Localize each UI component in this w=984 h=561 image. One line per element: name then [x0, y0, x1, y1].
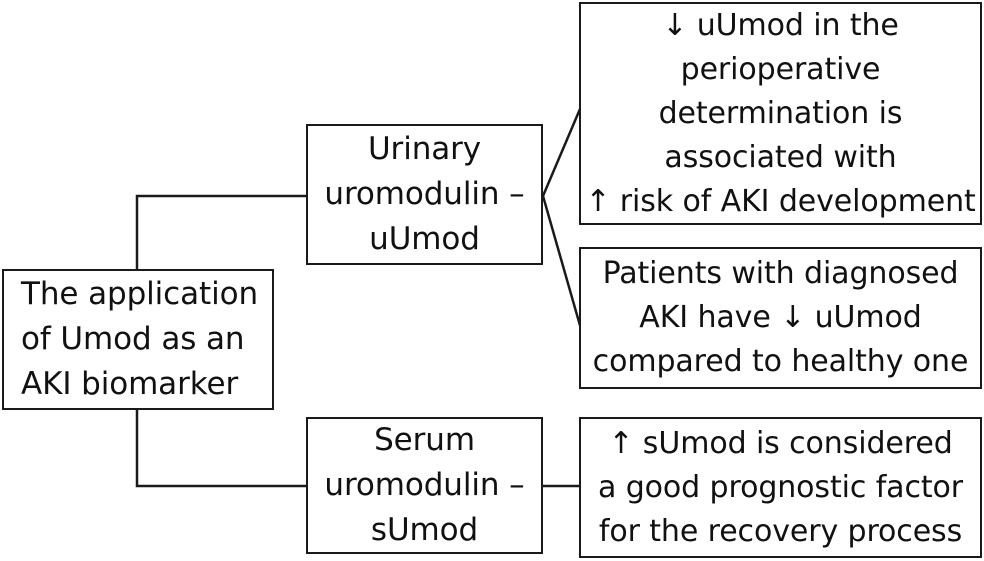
node-perioperative-uumod-aki-risk[interactable]: ↓ uUmod in the perioperative determinati… — [579, 2, 982, 225]
node-sumod-prognostic-factor[interactable]: ↑ sUmod is considered a good prognostic … — [579, 417, 982, 558]
node-serum-label: Serum uromodulin – sUmod — [324, 422, 525, 548]
node-root-application-of-umod[interactable]: The application of Umod as an AKI biomar… — [2, 269, 274, 410]
node-root-label: The application of Umod as an AKI biomar… — [21, 276, 259, 402]
node-diagnosed-aki-label: Patients with diagnosed AKI have ↓ uUmod… — [592, 256, 969, 379]
node-serum-uromodulin[interactable]: Serum uromodulin – sUmod — [306, 417, 543, 554]
node-diagnosed-aki-lower-uumod[interactable]: Patients with diagnosed AKI have ↓ uUmod… — [579, 247, 982, 389]
edge-root-to-urinary — [135, 194, 308, 271]
node-recovery-label: ↑ sUmod is considered a good prognostic … — [598, 425, 963, 549]
edge-root-to-serum — [135, 408, 308, 488]
edge-urinary-to-diagnosed-aki — [541, 194, 583, 331]
node-perioperative-label: ↓ uUmod in the perioperative determinati… — [585, 7, 976, 219]
edge-urinary-to-perioperative — [541, 107, 582, 198]
node-urinary-label: Urinary uromodulin – uUmod — [324, 131, 525, 257]
node-urinary-uromodulin[interactable]: Urinary uromodulin – uUmod — [306, 124, 543, 265]
